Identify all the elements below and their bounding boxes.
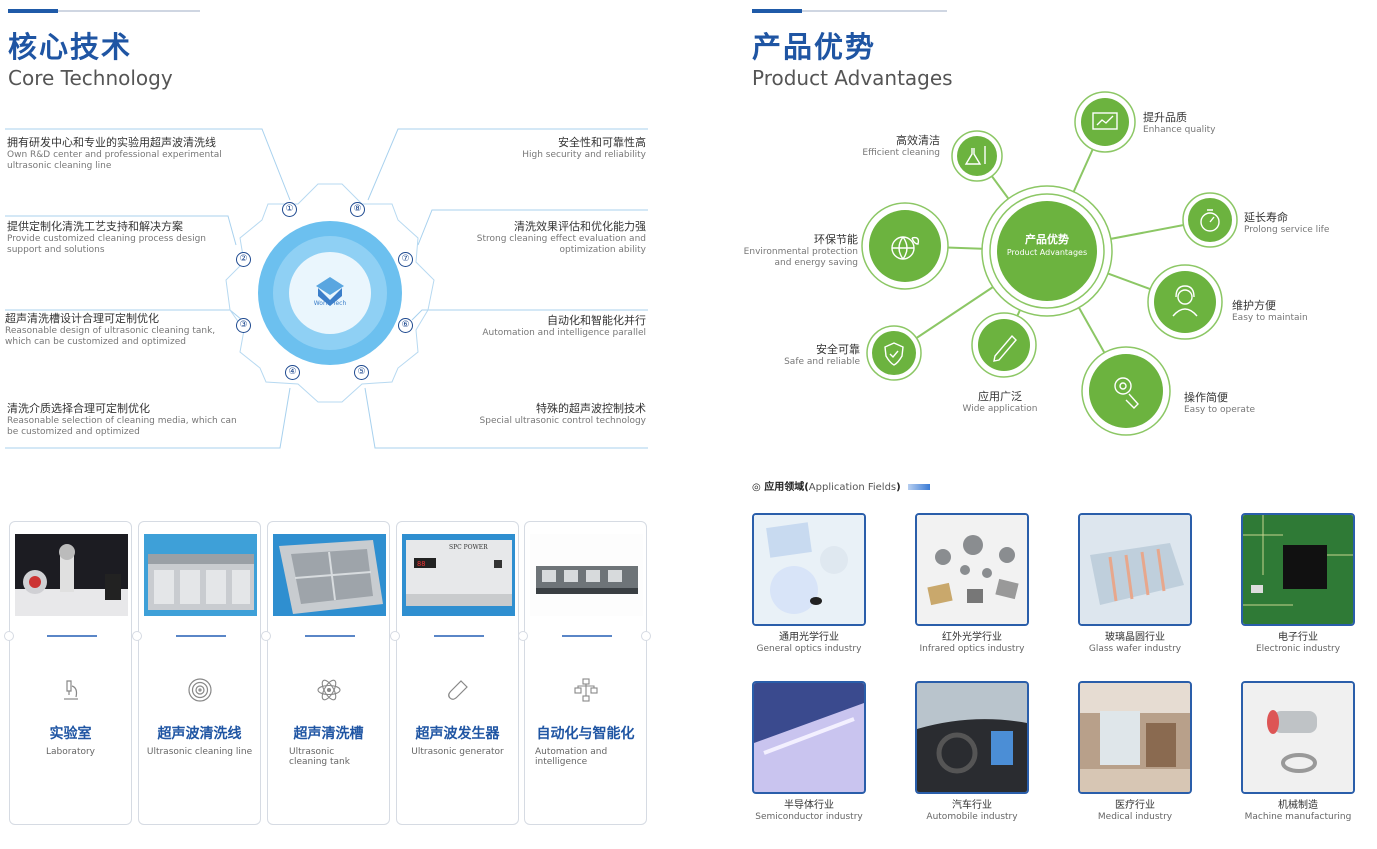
tile-glass-wafer bbox=[1078, 513, 1192, 626]
support-agent-icon bbox=[1172, 285, 1198, 317]
card-subtitle: Laboratory bbox=[45, 747, 96, 757]
card-title: 自动化与智能化 bbox=[536, 726, 635, 742]
feature-number-8: ⑧ bbox=[350, 202, 365, 217]
tile-medical bbox=[1078, 681, 1192, 794]
core-tech-title: 核心技术 bbox=[8, 30, 133, 64]
card-notch bbox=[641, 631, 651, 641]
tile-machine-manufacturing bbox=[1241, 681, 1355, 794]
generator-photo: 88 bbox=[402, 534, 515, 616]
card-laboratory: 实验室 Laboratory bbox=[9, 521, 132, 825]
card-title: 超声波发生器 bbox=[415, 726, 500, 742]
feature-2: 提供定制化清洗工艺支持和解决方案 Provide customized clea… bbox=[7, 220, 206, 255]
microscope-icon bbox=[64, 680, 78, 700]
card-subtitle: Ultrasonic cleaning line bbox=[146, 747, 253, 757]
hub-label: 产品优势 Product Advantages bbox=[1006, 233, 1088, 257]
timer-icon bbox=[1200, 209, 1220, 232]
feature-1: 拥有研发中心和专业的实验用超声波清洗线 Own R&D center and p… bbox=[7, 136, 222, 171]
card-notch bbox=[132, 631, 142, 641]
pencil-icon bbox=[993, 334, 1017, 362]
feature-8: 安全性和可靠性高 High security and reliability bbox=[522, 136, 646, 160]
feature-number-5: ⑤ bbox=[354, 365, 369, 380]
card-cleaning-line: 超声波清洗线 Ultrasonic cleaning line bbox=[138, 521, 261, 825]
left-header-rule bbox=[8, 9, 200, 13]
tile-automobile bbox=[915, 681, 1029, 794]
application-fields-title: ◎ 应用领域(Application Fields) bbox=[752, 478, 931, 493]
tile-infrared-optics bbox=[915, 513, 1029, 626]
shield-icon bbox=[884, 342, 904, 366]
card-notch bbox=[390, 631, 400, 641]
card-title: 实验室 bbox=[49, 726, 92, 742]
generator-brand-label: SPC POWER bbox=[449, 544, 488, 551]
feature-5: 特殊的超声波控制技术 Special ultrasonic control te… bbox=[479, 402, 646, 426]
card-title: 超声清洗槽 bbox=[293, 726, 364, 742]
feature-number-3: ③ bbox=[236, 318, 251, 333]
card-notch bbox=[518, 631, 528, 641]
world-tech-logo bbox=[316, 277, 344, 306]
feature-number-4: ④ bbox=[285, 365, 300, 380]
magnet-icon bbox=[448, 680, 468, 700]
product-advantages-subtitle: Product Advantages bbox=[752, 66, 953, 90]
logo-text: World Tech bbox=[313, 300, 347, 307]
monitor-chart-icon bbox=[1092, 112, 1118, 130]
advantage-network bbox=[861, 91, 1238, 436]
tile-semiconductor bbox=[752, 681, 866, 794]
atom-icon bbox=[317, 679, 341, 701]
card-notch bbox=[4, 631, 14, 641]
card-subtitle: Ultrasonic generator bbox=[411, 747, 504, 757]
flask-icon bbox=[964, 146, 986, 165]
card-title: 超声波清洗线 bbox=[157, 726, 242, 742]
laboratory-photo bbox=[15, 534, 128, 616]
card-generator: 88 SPC POWER 超声波发生器 Ultrasonic generator bbox=[396, 521, 519, 825]
cleaning-tank-photo bbox=[273, 534, 386, 616]
tile-general-optics bbox=[752, 513, 866, 626]
tile-electronic bbox=[1241, 513, 1355, 626]
flowchart-icon bbox=[574, 678, 598, 702]
card-notch bbox=[261, 631, 271, 641]
svg-text:88: 88 bbox=[417, 560, 425, 568]
product-advantages-title: 产品优势 bbox=[752, 30, 877, 64]
feature-6: 自动化和智能化并行 Automation and intelligence pa… bbox=[482, 314, 646, 338]
right-header-rule bbox=[752, 9, 947, 13]
automation-photo bbox=[530, 534, 643, 616]
feature-4: 清洗介质选择合理可定制优化 Reasonable selection of cl… bbox=[7, 402, 237, 437]
gear-hand-icon bbox=[1114, 377, 1139, 409]
feature-3: 超声清洗槽设计合理可定制优化 Reasonable design of ultr… bbox=[5, 312, 216, 347]
feature-number-6: ⑥ bbox=[398, 318, 413, 333]
globe-leaf-icon bbox=[891, 236, 920, 260]
ripple-icon bbox=[188, 678, 212, 702]
feature-7: 清洗效果评估和优化能力强 Strong cleaning effect eval… bbox=[476, 220, 646, 255]
core-tech-subtitle: Core Technology bbox=[8, 66, 173, 90]
feature-number-2: ② bbox=[236, 252, 251, 267]
feature-number-1: ① bbox=[282, 202, 297, 217]
arrow-right-icon bbox=[908, 484, 931, 490]
cleaning-line-photo bbox=[144, 534, 257, 616]
gear-diagram bbox=[5, 128, 648, 449]
feature-number-7: ⑦ bbox=[398, 252, 413, 267]
